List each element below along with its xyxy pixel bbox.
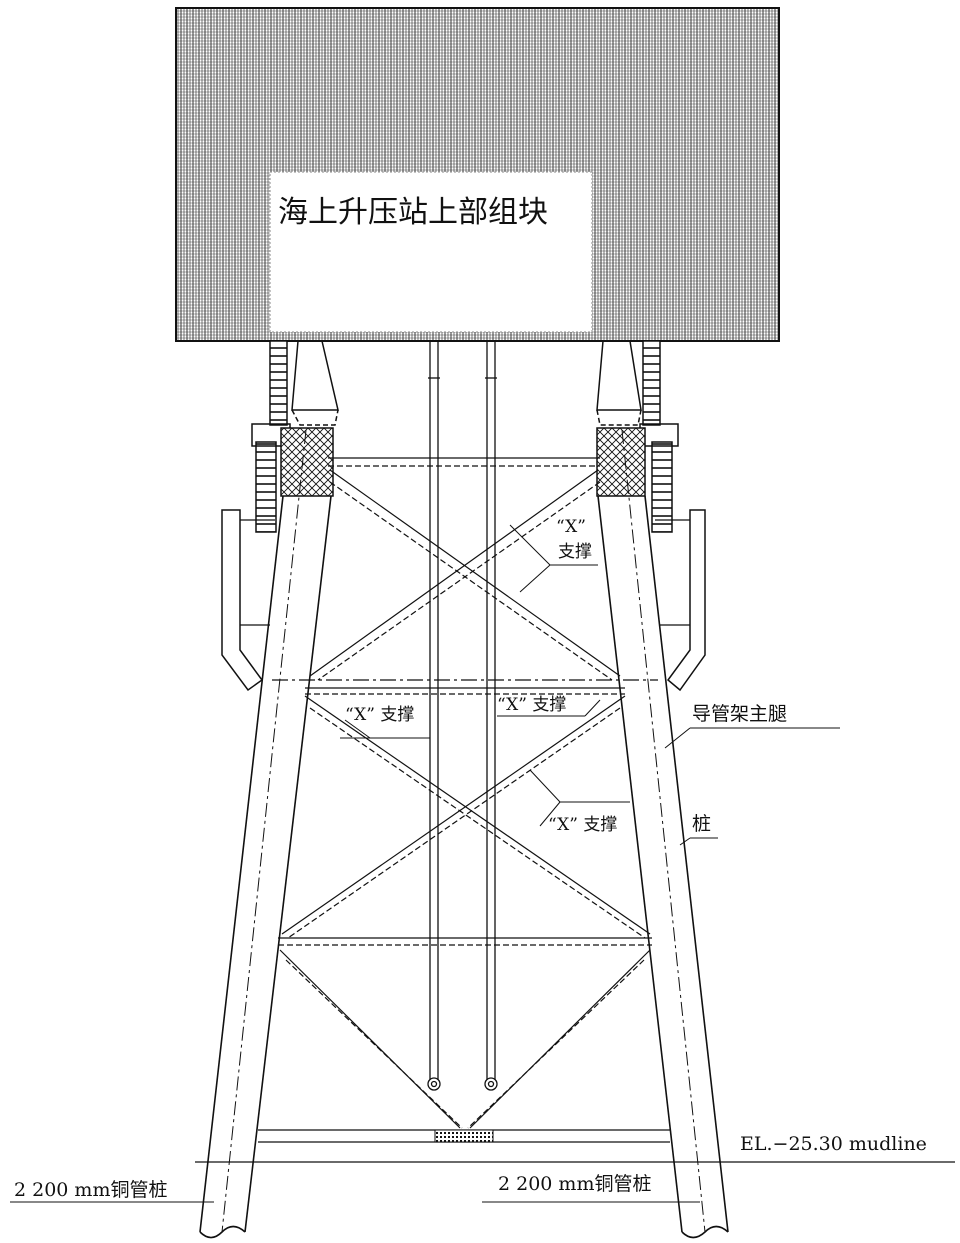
annotations [10, 524, 840, 1203]
mudline: EL.−25.30 mudline [195, 1133, 955, 1163]
jacket-legs [199, 429, 729, 1239]
x-brace-mid-left-label: “X” 支撑 [345, 705, 414, 725]
x-brace-lower-label: “X” 支撑 [548, 815, 617, 835]
x-brace-upper-quote: “X” [556, 517, 586, 537]
labels: “X” 支撑 “X” 支撑 “X” 支撑 “X” 支撑 导管架主腿 桩 2 20… [14, 517, 787, 1201]
horizontal-braces [258, 457, 670, 1143]
topside-supports [221, 340, 706, 692]
topside-label: 海上升压站上部组块 [278, 195, 548, 230]
pile-right-label: 2 200 mm铜管桩 [498, 1173, 651, 1195]
x-braces [279, 469, 651, 1129]
topside-module: 海上升压站上部组块 [175, 7, 780, 342]
x-brace-upper-word: 支撑 [558, 542, 592, 562]
x-brace-mid-right-label: “X” 支撑 [497, 695, 566, 715]
pile-left-label: 2 200 mm铜管桩 [14, 1179, 167, 1201]
mudline-label: EL.−25.30 mudline [740, 1133, 927, 1155]
pile-label: 桩 [692, 813, 711, 835]
riser-tubes [427, 341, 498, 1143]
jacket-leg-label: 导管架主腿 [692, 703, 787, 725]
